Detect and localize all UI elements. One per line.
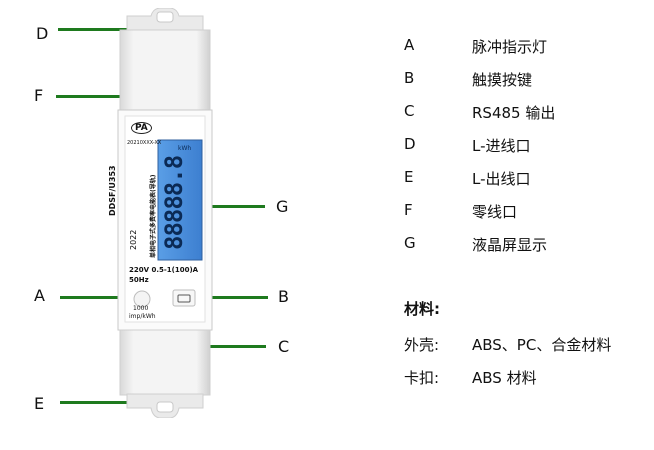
callout-d-line bbox=[58, 28, 150, 31]
callout-f-line bbox=[56, 95, 150, 98]
callout-b-label: B bbox=[278, 287, 289, 306]
lcd-digits: 88888.8 bbox=[160, 155, 188, 250]
legend-value: L-出线口 bbox=[472, 170, 531, 188]
rating-line-2: 50Hz bbox=[129, 276, 149, 284]
legend-value: 零线口 bbox=[472, 203, 518, 221]
callout-d-label: D bbox=[36, 24, 49, 43]
materials-title: 材料: bbox=[404, 300, 440, 318]
callout-c-label: C bbox=[278, 337, 290, 356]
callout-a-label: A bbox=[34, 286, 45, 305]
rating-line-1: 220V 0.5-1(100)A bbox=[129, 266, 199, 274]
legend-value: 液晶屏显示 bbox=[472, 236, 548, 254]
callout-e-label: E bbox=[34, 394, 45, 413]
callout-g-line bbox=[165, 205, 265, 208]
lcd-unit: kWh bbox=[178, 145, 192, 152]
materials-key: 外壳: bbox=[404, 336, 440, 354]
callout-g-label: G bbox=[276, 197, 289, 216]
legend-key: E bbox=[404, 168, 414, 186]
materials-value: ABS 材料 bbox=[472, 369, 537, 387]
device-serial: 20210XXX-XX bbox=[127, 140, 162, 146]
legend-key: F bbox=[404, 201, 413, 219]
pulse-line-1: 1000 bbox=[133, 305, 149, 312]
legend-key: G bbox=[404, 234, 416, 252]
legend-value: L-进线口 bbox=[472, 137, 531, 155]
din-rail-energy-meter bbox=[117, 8, 213, 418]
legend-value: 脉冲指示灯 bbox=[472, 38, 548, 56]
callout-b-line bbox=[178, 296, 268, 299]
legend-key: D bbox=[404, 135, 416, 153]
legend-key: B bbox=[404, 69, 415, 87]
device-year: 2022 bbox=[129, 229, 138, 250]
materials-value: ABS、PC、合金材料 bbox=[472, 336, 612, 354]
legend-key: A bbox=[404, 36, 415, 54]
device-model: DDSF/U353 bbox=[108, 165, 117, 216]
callout-f-label: F bbox=[34, 86, 44, 105]
pulse-line-2: imp/kWh bbox=[129, 313, 156, 320]
device-logo: PA bbox=[131, 122, 152, 134]
legend-value: RS485 输出 bbox=[472, 104, 556, 122]
legend-value: 触摸按键 bbox=[472, 71, 533, 89]
callout-a-line bbox=[60, 296, 140, 299]
callout-e-line bbox=[60, 401, 152, 404]
device-product-name: 单相电子式多费率电能表(导轨) bbox=[150, 174, 157, 259]
legend-key: C bbox=[404, 102, 415, 120]
materials-key: 卡扣: bbox=[404, 369, 440, 387]
callout-c-line bbox=[168, 345, 266, 348]
